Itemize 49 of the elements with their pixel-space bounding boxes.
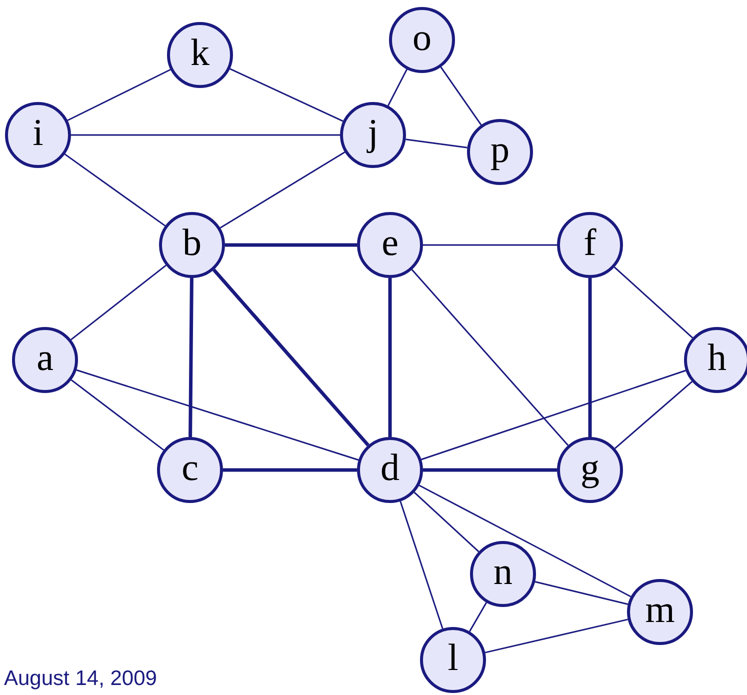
graph-edge xyxy=(440,66,482,126)
graph-edge xyxy=(406,138,468,148)
graph-edge xyxy=(70,264,166,340)
vertex-label: i xyxy=(32,114,44,152)
graph-edge xyxy=(388,278,392,437)
graph-edge xyxy=(67,68,171,122)
graph-edge xyxy=(534,581,628,605)
graph-edge xyxy=(230,68,344,122)
graph-edge xyxy=(423,244,557,246)
graph-edge xyxy=(220,152,346,228)
graph-edge xyxy=(76,369,359,461)
vertex-label: a xyxy=(36,339,54,377)
graph-edge xyxy=(70,379,164,451)
graph-edge xyxy=(71,134,340,136)
graph-edge xyxy=(212,268,370,446)
vertex-label: d xyxy=(380,449,400,487)
vertex-label: b xyxy=(182,224,202,262)
vertex-label: k xyxy=(190,34,210,72)
graph-edge xyxy=(225,243,357,247)
graph-edge xyxy=(468,602,488,632)
vertex-circle xyxy=(684,327,747,393)
vertex-circle xyxy=(159,212,225,278)
graph-edge xyxy=(484,618,628,654)
graph-edge xyxy=(418,484,632,598)
graph-edge xyxy=(387,68,408,106)
vertex-circle xyxy=(470,541,536,607)
vertex-label: j xyxy=(368,114,378,152)
vertex-label: h xyxy=(708,339,726,377)
vertex-label: e xyxy=(382,224,398,262)
graph-edge xyxy=(400,501,444,629)
graph-edge xyxy=(588,278,592,437)
graph-edge xyxy=(421,370,686,460)
vertex-label: l xyxy=(448,639,458,677)
graph-edge xyxy=(64,154,166,226)
graph-edge xyxy=(188,278,194,438)
vertex-label: g xyxy=(580,449,600,487)
vertex-label: c xyxy=(182,449,198,487)
vertex-label: n xyxy=(494,553,512,591)
graph-edge xyxy=(411,269,569,446)
vertex-label: f xyxy=(584,224,596,262)
graph-edge xyxy=(614,266,694,338)
date-label: August 14, 2009 xyxy=(4,667,157,691)
graph-edge xyxy=(223,468,357,472)
graph-edge xyxy=(414,492,480,552)
graph-edge xyxy=(614,381,693,449)
graph-edge xyxy=(423,468,557,472)
vertex-label: m xyxy=(645,591,675,629)
vertex-label: p xyxy=(490,131,510,169)
vertex-label: o xyxy=(412,19,432,57)
